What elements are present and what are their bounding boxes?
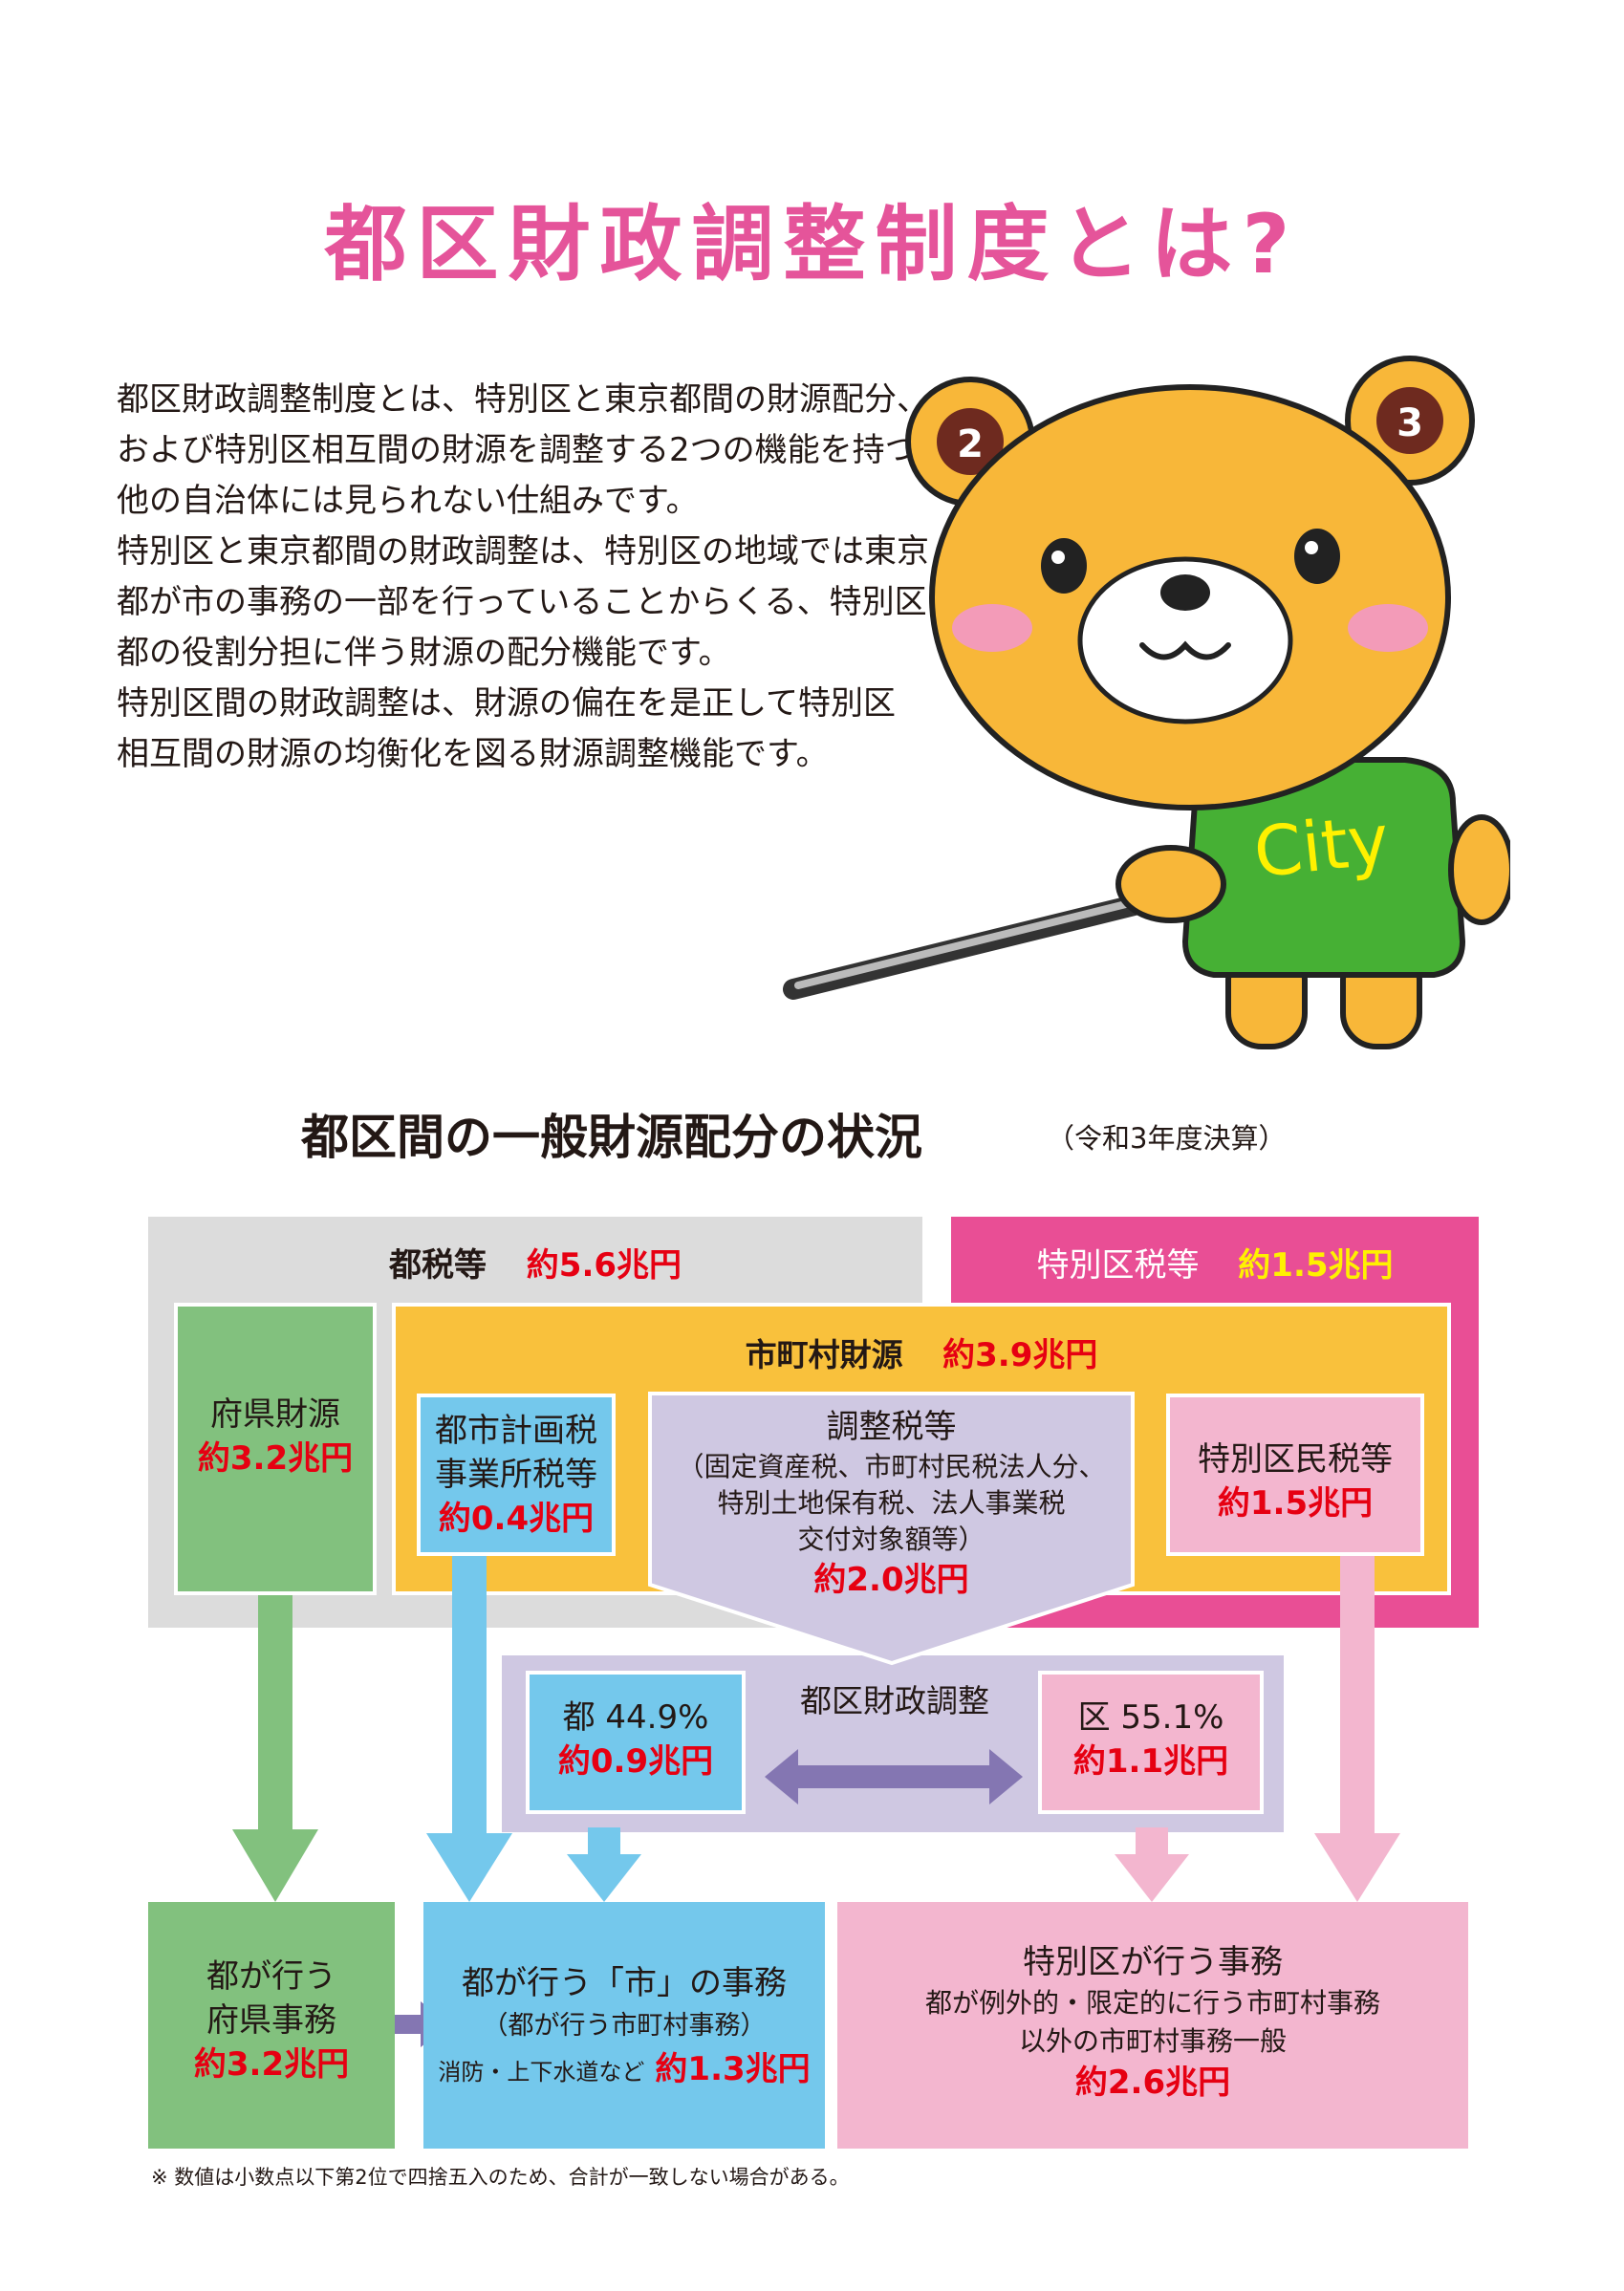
intro-line: 他の自治体には見られない仕組みです。 (117, 482, 699, 520)
shi-jimu-sub: （都が行う市町村事務） (482, 2011, 767, 2041)
fuken-zaigen-box: 府県財源 約3.2兆円 (174, 1303, 377, 1595)
fuken-jimu-line1: 都が行う (206, 1957, 336, 1996)
mascot-ear-right-number: 3 (1397, 401, 1423, 445)
ku-share-label: 区 55.1% (1077, 1698, 1224, 1737)
ku-jimu-value: 約2.6兆円 (1074, 2064, 1231, 2102)
kumin-zei-box: 特別区民税等 約1.5兆円 (1166, 1394, 1424, 1556)
to-share-box: 都 44.9% 約0.9兆円 (526, 1671, 746, 1814)
adjust-title: 都区財政調整 (800, 1682, 989, 1719)
ku-jimu-sub2: 以外の市町村事務一般 (1018, 2025, 1287, 2057)
intro-line: 都の役割分担に伴う財源の配分機能です。 (117, 634, 731, 672)
shichoson-label: 市町村財源 (745, 1336, 903, 1373)
toshi-line1: 都市計画税 (435, 1412, 597, 1450)
mascot-ear-left-number: 2 (957, 422, 984, 466)
chosei-label: 調整税等 (826, 1408, 957, 1446)
ku-share-value: 約1.1兆円 (1072, 1742, 1229, 1781)
intro-line: 都区財政調整制度とは、特別区と東京都間の財源配分、 (117, 380, 929, 419)
chosei-detail-1: （固定資産税、市町村民税法人分、 (677, 1451, 1106, 1482)
footnote: ※ 数値は小数点以下第2位で四捨五入のため、合計が一致しない場合がある。 (151, 2166, 850, 2189)
toshi-line2: 事業所税等 (435, 1456, 597, 1494)
chosei-detail-2: 特別土地保有税、法人事業税 (717, 1487, 1066, 1519)
shi-jimu-value: 約1.3兆円 (655, 2050, 811, 2088)
intro-line: 特別区間の財政調整は、財源の偏在を是正して特別区 (117, 684, 896, 723)
intro-text: 都区財政調整制度とは、特別区と東京都間の財源配分、 および特別区相互間の財源を調… (117, 375, 1034, 780)
ku-tax-label: 特別区税等 (1036, 1246, 1200, 1285)
intro-line: 相互間の財源の均衡化を図る財源調整機能です。 (117, 735, 829, 773)
toshi-keikaku-box: 都市計画税 事業所税等 約0.4兆円 (417, 1394, 616, 1556)
shi-jimu-label: 都が行う「市」の事務 (462, 1964, 787, 2002)
ku-jimu-sub1: 都が例外的・限定的に行う市町村事務 (924, 1987, 1380, 2019)
ku-jimu-box: 特別区が行う事務 都が例外的・限定的に行う市町村事務 以外の市町村事務一般 約2… (837, 1902, 1468, 2149)
bear-mascot-illustration: City 2 3 (783, 356, 1510, 1049)
to-tax-label: 都税等 (388, 1246, 487, 1285)
fuken-jimu-line2: 府県事務 (206, 2001, 336, 2040)
section-note: （令和3年度決算） (1047, 1122, 1287, 1155)
intro-line: 都が市の事務の一部を行っていることからくる、特別区と (117, 583, 960, 621)
ku-jimu-label: 特別区が行う事務 (1023, 1943, 1283, 1981)
shi-jimu-box: 都が行う「市」の事務 （都が行う市町村事務） 消防・上下水道など 約1.3兆円 (423, 1902, 825, 2149)
shichoson-value: 約3.9兆円 (942, 1336, 1098, 1374)
fuken-label: 府県財源 (210, 1395, 340, 1434)
chosei-value: 約2.0兆円 (813, 1561, 969, 1599)
to-share-label: 都 44.9% (562, 1698, 709, 1737)
shi-jimu-note: 消防・上下水道など (438, 2059, 645, 2086)
fuken-jimu-value: 約3.2兆円 (193, 2045, 350, 2084)
mascot-shirt-text: City (1250, 799, 1393, 893)
ku-tax-value: 約1.5兆円 (1238, 1246, 1394, 1285)
to-tax-value: 約5.6兆円 (526, 1246, 682, 1285)
fuken-value: 約3.2兆円 (197, 1439, 354, 1478)
intro-line: および特別区相互間の財源を調整する2つの機能を持つ、 (117, 431, 949, 469)
toshi-value: 約0.4兆円 (438, 1500, 595, 1538)
page-title: 都区財政調整制度とは? (324, 197, 1300, 292)
kumin-value: 約1.5兆円 (1217, 1484, 1374, 1523)
chosei-detail-3: 交付対象額等） (797, 1524, 985, 1555)
chosei-zei-box: 調整税等 （固定資産税、市町村民税法人分、 特別土地保有税、法人事業税 交付対象… (650, 1405, 1133, 1602)
section-title: 都区間の一般財源配分の状況 (301, 1110, 922, 1165)
kumin-label: 特別区民税等 (1198, 1440, 1393, 1479)
ku-share-box: 区 55.1% 約1.1兆円 (1038, 1671, 1264, 1814)
fuken-jimu-box: 都が行う 府県事務 約3.2兆円 (148, 1902, 395, 2149)
to-share-value: 約0.9兆円 (557, 1742, 714, 1781)
intro-line: 特別区と東京都間の財政調整は、特別区の地域では東京 (117, 532, 929, 571)
